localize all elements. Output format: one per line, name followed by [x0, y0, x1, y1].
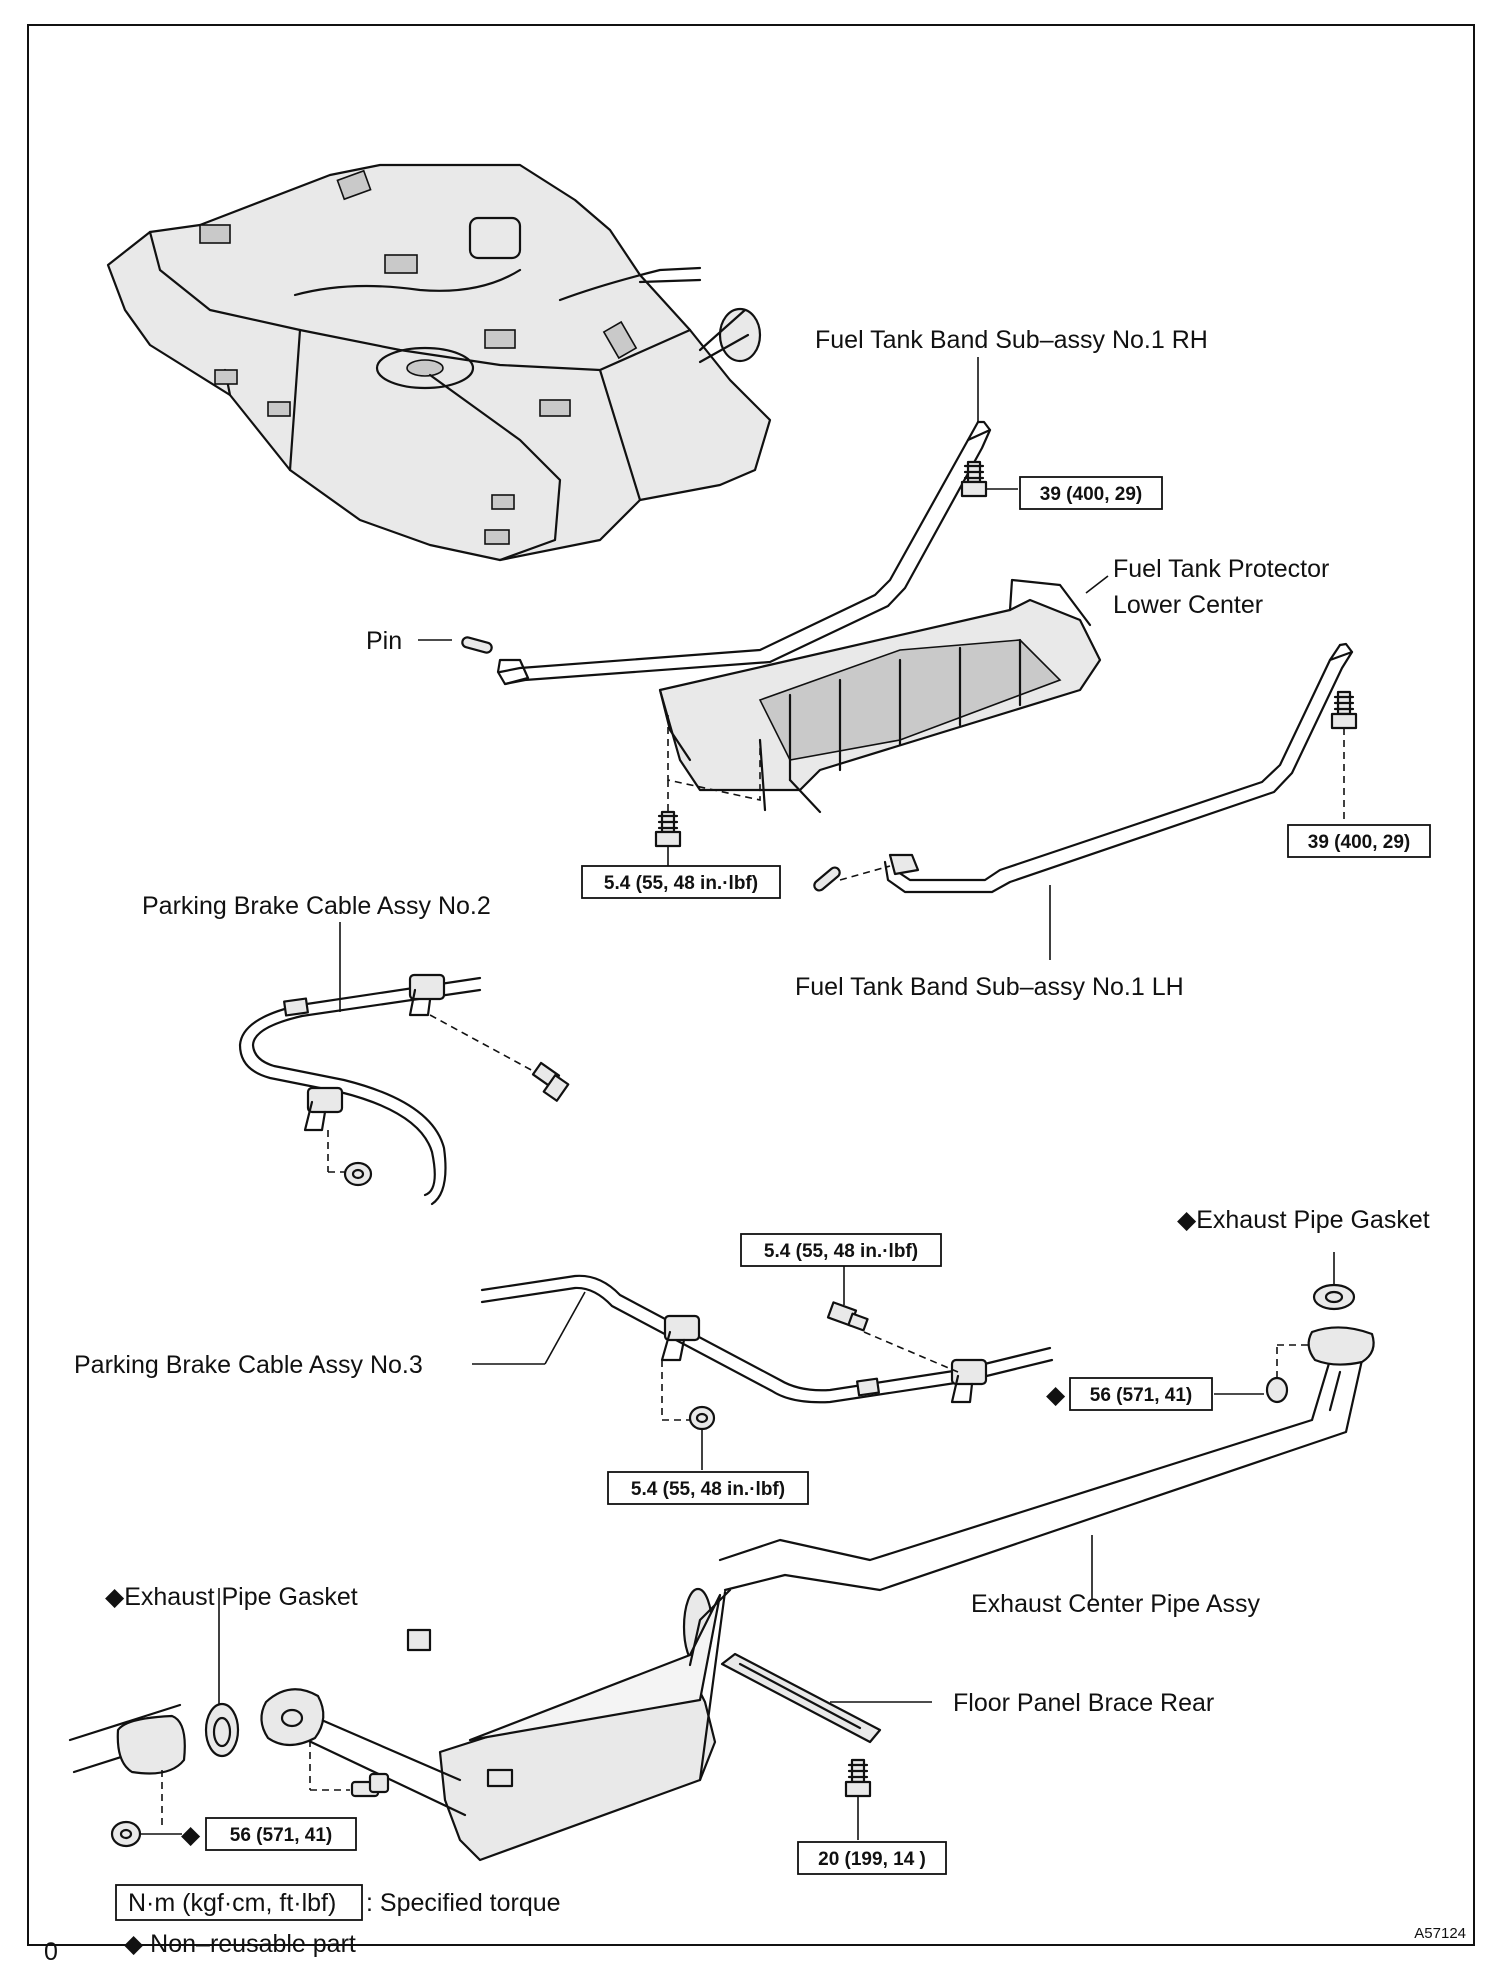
nut-cable-no2: [343, 1161, 373, 1187]
diamond-exhaust-front: ◆: [1046, 1381, 1066, 1409]
bolt-band-lh: [1330, 690, 1358, 730]
torque-box-exhaust-rear: ◆ 56 (571, 41): [181, 1817, 357, 1851]
torque-box-protector: 5.4 (55, 48 in.·lbf): [581, 865, 781, 899]
pin-lh: [813, 866, 841, 892]
bolt-protector: [654, 810, 682, 848]
page-corner-mark: 0: [44, 1938, 58, 1966]
torque-brace: 20 (199, 14 ): [818, 1849, 926, 1870]
torque-box-cable3-bottom: 5.4 (55, 48 in.·lbf): [607, 1471, 809, 1505]
label-gasket-left: ◆Exhaust Pipe Gasket: [105, 1583, 358, 1611]
torque-cable3-top: 5.4 (55, 48 in.·lbf): [764, 1241, 918, 1262]
parking-brake-cable-no2: [238, 973, 482, 1206]
label-cable-no2: Parking Brake Cable Assy No.2: [142, 892, 491, 920]
bolt-band-rh: [960, 460, 988, 498]
figure-code: A57124: [1414, 1925, 1466, 1942]
label-pin: Pin: [366, 627, 402, 655]
torque-box-exhaust-front: ◆ 56 (571, 41): [1046, 1377, 1213, 1411]
torque-band-rh: 39 (400, 29): [1040, 484, 1142, 505]
torque-cable3-bottom: 5.4 (55, 48 in.·lbf): [631, 1479, 785, 1500]
torque-box-cable3-top: 5.4 (55, 48 in.·lbf): [740, 1233, 942, 1267]
dash-cable2-bolt: [429, 1014, 536, 1073]
legend-unit-box: N·m (kgf·cm, ft·lbf): [128, 1889, 336, 1917]
legend-nonreusable: ◆ Non–reusable part: [124, 1930, 356, 1958]
label-band-lh: Fuel Tank Band Sub–assy No.1 LH: [795, 973, 1184, 1001]
bolt-cable-no2: [531, 1061, 570, 1102]
fuel-tank: [106, 163, 772, 562]
label-protector-1: Fuel Tank Protector: [1113, 555, 1329, 583]
nut-exhaust-rear: [110, 1820, 142, 1848]
exhaust-center-pipe: [260, 1326, 1375, 1862]
label-floor-brace: Floor Panel Brace Rear: [953, 1689, 1214, 1717]
leader-protector: [1085, 575, 1109, 594]
torque-protector: 5.4 (55, 48 in.·lbf): [604, 873, 758, 894]
torque-band-lh: 39 (400, 29): [1308, 832, 1410, 853]
nut-cable-no3: [688, 1405, 716, 1431]
exhaust-gasket-left: [204, 1702, 240, 1758]
front-exhaust-pipe-end: [68, 1703, 186, 1775]
floor-panel-brace-rear: [720, 1652, 882, 1744]
bolt-exhaust-rear: [350, 1772, 390, 1798]
label-gasket-right: ◆Exhaust Pipe Gasket: [1177, 1206, 1430, 1234]
label-protector-2: Lower Center: [1113, 591, 1263, 619]
label-center-pipe: Exhaust Center Pipe Assy: [971, 1590, 1261, 1618]
parking-brake-cable-no3: [480, 1274, 1054, 1404]
label-cable-no3: Parking Brake Cable Assy No.3: [74, 1351, 423, 1379]
torque-exhaust-rear: 56 (571, 41): [230, 1825, 332, 1846]
fuel-tank-protector: [658, 578, 1102, 814]
legend: N·m (kgf·cm, ft·lbf) : Specified torque …: [115, 1884, 561, 1958]
torque-box-band-lh: 39 (400, 29): [1287, 824, 1431, 858]
exhaust-gasket-right: [1312, 1283, 1356, 1311]
nut-exhaust-front: [1265, 1376, 1289, 1404]
leader-cable-no3: [544, 1291, 586, 1365]
bolt-cable-no3: [826, 1301, 869, 1332]
dash-cable3-bolt: [863, 1331, 959, 1373]
bolt-floor-brace: [844, 1758, 872, 1798]
diamond-exhaust-rear: ◆: [181, 1821, 201, 1849]
label-band-rh: Fuel Tank Band Sub–assy No.1 RH: [815, 326, 1208, 354]
legend-torque-desc: : Specified torque: [366, 1889, 561, 1917]
pin: [461, 636, 493, 654]
torque-exhaust-front: 56 (571, 41): [1090, 1385, 1192, 1406]
torque-box-brace: 20 (199, 14 ): [797, 1841, 947, 1875]
torque-box-band-rh: 39 (400, 29): [1019, 476, 1163, 510]
dash-pin-lh: [839, 865, 891, 881]
fuel-tank-band-rh: [496, 420, 992, 686]
dash-protector-mount: [667, 715, 761, 801]
fuel-tank-band-lh: [883, 642, 1354, 894]
diagram-frame: [27, 24, 1475, 1946]
